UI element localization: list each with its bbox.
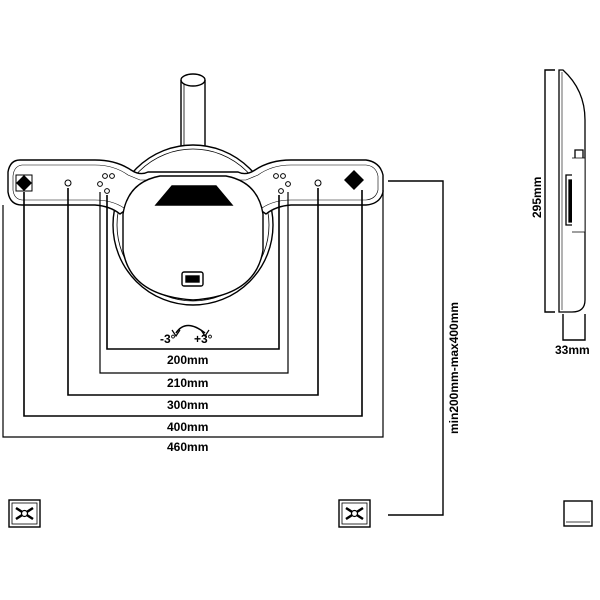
- bottom-bracket-side: [563, 500, 593, 527]
- center-cover: [122, 175, 264, 301]
- label-depth: 33mm: [555, 343, 590, 357]
- front-view: [7, 73, 384, 306]
- height-dimension: [544, 69, 555, 313]
- corner-hole-left: [15, 174, 33, 192]
- label-vertical-range: min200mm-max400mm: [447, 302, 461, 434]
- label-height: 295mm: [530, 177, 544, 218]
- side-view: [558, 69, 586, 313]
- label-300mm: 300mm: [167, 398, 208, 412]
- label-460mm: 460mm: [167, 440, 208, 454]
- label-400mm: 400mm: [167, 420, 208, 434]
- mount-pole: [180, 73, 206, 148]
- depth-dimension: [562, 314, 586, 341]
- bottom-bracket-left: [8, 499, 41, 528]
- tilt-indicator: [171, 324, 210, 338]
- dimension-lines: [2, 188, 384, 438]
- vertical-range-dimension: [388, 180, 444, 516]
- corner-hole-right: [344, 170, 364, 190]
- label-210mm: 210mm: [167, 376, 208, 390]
- vesa-holes: [64, 173, 322, 194]
- label-tilt-minus: -3°: [160, 332, 176, 346]
- label-200mm: 200mm: [167, 353, 208, 367]
- label-tilt-plus: +3°: [194, 332, 213, 346]
- bottom-bracket-right: [338, 499, 371, 528]
